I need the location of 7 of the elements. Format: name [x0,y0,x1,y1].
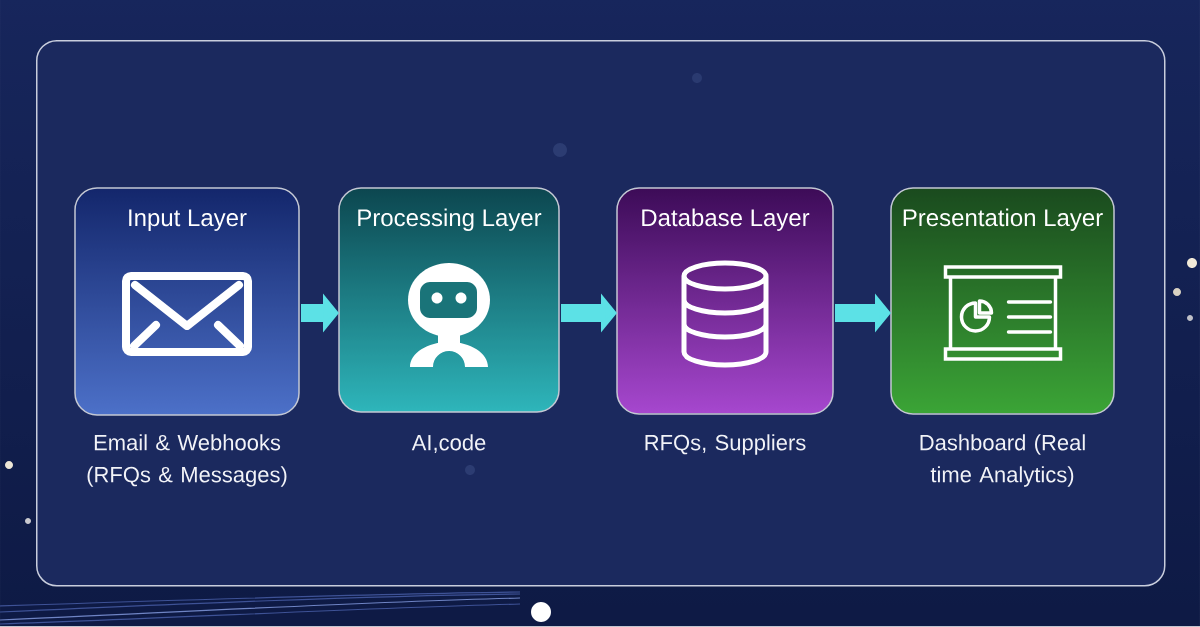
layer-caption: Dashboard (Real time Analytics) [920,434,1085,487]
layer-caption: Email & Webhooks (RFQs & Messages) [87,434,287,487]
layer-caption: RFQs, Suppliers [645,434,806,455]
layer-box: Presentation Layer [890,187,1115,415]
layer-box: Input Layer [74,187,300,416]
layer-caption: AI,code [411,434,486,453]
layer-box: Database Layer [616,187,834,415]
